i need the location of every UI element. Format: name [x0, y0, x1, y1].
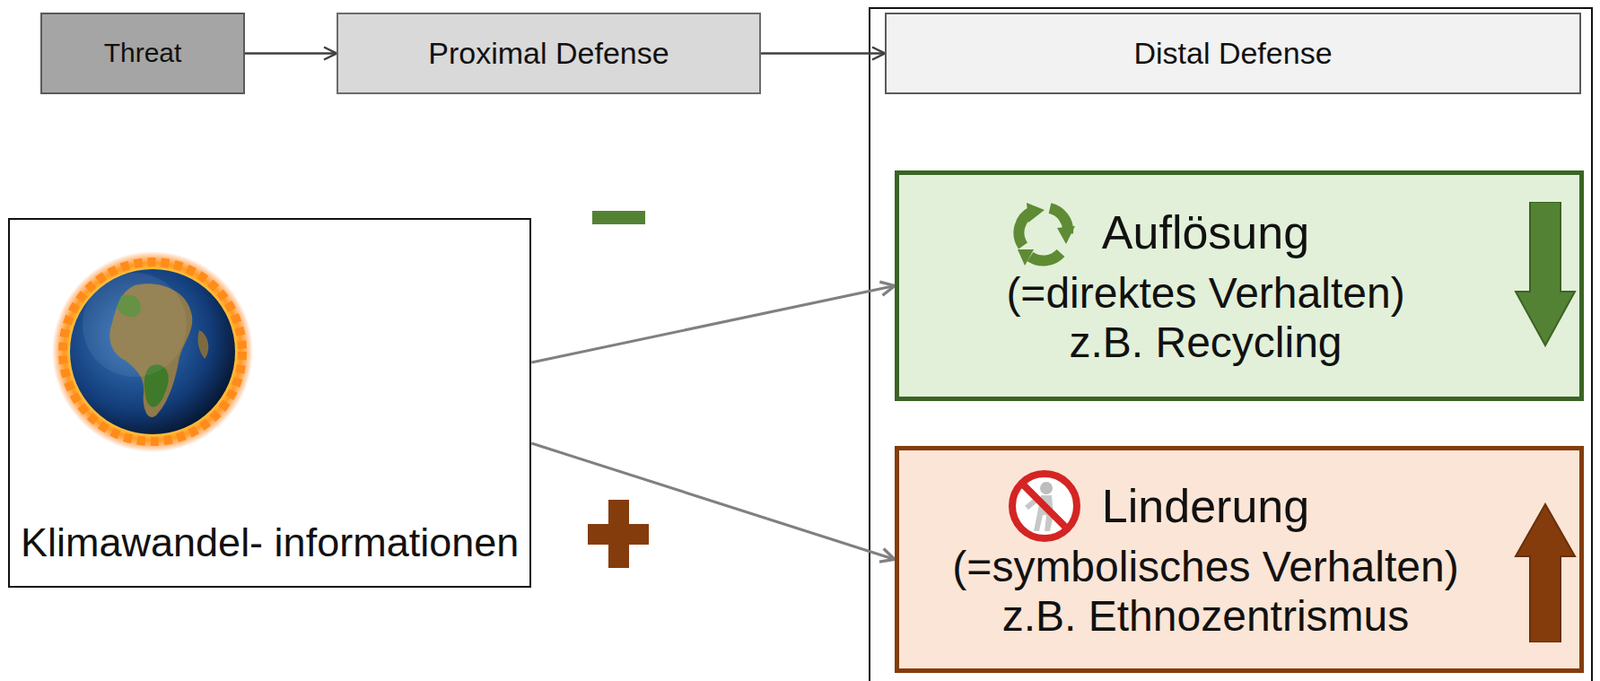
- threat-box: Threat: [40, 12, 245, 95]
- distal-defense-box: Distal Defense: [884, 12, 1582, 95]
- flow-arrow: [244, 52, 337, 55]
- effect-arrow: [531, 443, 895, 560]
- recycling-icon: [1005, 193, 1083, 272]
- box-heading: Proximal Defense: [428, 35, 669, 71]
- prohibition-icon: [1006, 468, 1083, 544]
- decrease-arrow: [1513, 201, 1577, 348]
- box-heading: Distal Defense: [1133, 35, 1332, 71]
- palliation-box: Linderung (=symbolisches Verhalten)z.B. E…: [894, 445, 1584, 674]
- box-example: z.B. Ethnozentrismus: [1002, 591, 1410, 641]
- increase-arrow: [1513, 502, 1577, 643]
- resolution-box: Auflösung (=direktes Verhalten)z.B. Recyc…: [894, 170, 1584, 402]
- flow-arrow: [760, 52, 885, 55]
- box-heading: Auflösung: [1101, 204, 1310, 261]
- box-example: z.B. Recycling: [1068, 317, 1342, 368]
- box-heading: Klimawandel- informationen: [20, 519, 519, 567]
- minus-sign: [592, 210, 646, 225]
- plus-sign: [587, 499, 649, 569]
- box-heading: Linderung: [1101, 478, 1310, 534]
- burning-globe: [52, 251, 254, 453]
- effect-arrow: [531, 286, 895, 364]
- proximal-defense-box: Proximal Defense: [336, 12, 761, 95]
- box-description: (=direktes Verhalten): [1005, 268, 1405, 318]
- distal-frame: [869, 8, 1592, 681]
- climate-info-box: Klimawandel- informationen: [8, 218, 532, 588]
- box-description: (=symbolisches Verhalten): [952, 542, 1459, 592]
- box-heading: Threat: [104, 37, 183, 70]
